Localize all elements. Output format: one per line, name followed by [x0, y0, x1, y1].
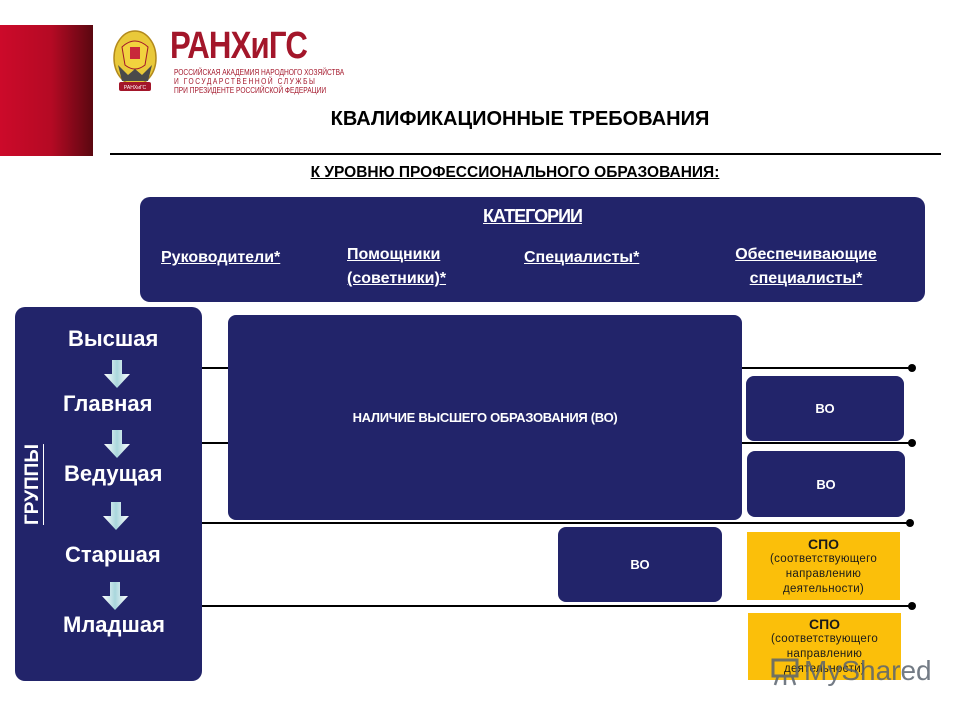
group-junior: Младшая [63, 612, 165, 637]
requirement-spo-senior-support: СПО (соответствующего направлению деятел… [747, 532, 900, 600]
category-support-specialists: Обеспечивающие специалисты* [735, 246, 877, 287]
categories-title: КАТЕГОРИИ [483, 206, 583, 226]
arrow-down-icon [102, 582, 128, 610]
group-chief: Главная [63, 391, 153, 416]
logo-subtitle-line: ПРИ ПРЕЗИДЕНТЕ РОССИЙСКОЙ ФЕДЕРАЦИИ [174, 85, 327, 95]
coat-of-arms-icon: РАНХиГС [113, 30, 157, 91]
page-subtitle: К УРОВНЮ ПРОФЕССИОНАЛЬНОГО ОБРАЗОВАНИЯ: [310, 164, 720, 181]
arrow-down-icon [104, 430, 130, 458]
requirement-vo-chief-support: ВО [746, 376, 904, 441]
line-end-dot [908, 602, 916, 610]
group-leading: Ведущая [64, 461, 163, 486]
title-divider [110, 153, 941, 155]
arrow-down-icon [103, 502, 129, 530]
line-end-dot [908, 439, 916, 447]
requirement-vo-leading-support: ВО [747, 451, 905, 517]
logo-subtitle-line: РОССИЙСКАЯ АКАДЕМИЯ НАРОДНОГО ХОЗЯЙСТВА [174, 67, 345, 77]
arrow-down-icon [104, 360, 130, 388]
category-managers: Руководители* [161, 249, 281, 266]
svg-text:РАНХиГС: РАНХиГС [124, 85, 147, 91]
higher-education-requirement: НАЛИЧИЕ ВЫСШЕГО ОБРАЗОВАНИЯ (ВО) [228, 315, 742, 520]
category-assistants: Помощники (советники)* [347, 246, 447, 287]
red-decor-block [0, 25, 93, 156]
categories-panel: КАТЕГОРИИ Руководители* Помощники (совет… [140, 197, 925, 302]
ranepa-logo: РАНХиГС РАНХиГС РОССИЙСКАЯ АКАДЕМИЯ НАРО… [110, 25, 344, 100]
row-divider [202, 605, 912, 607]
category-specialists: Специалисты* [524, 249, 640, 266]
logo-name: РАНХиГС [170, 25, 308, 67]
group-senior: Старшая [65, 542, 161, 567]
requirement-vo-senior-specialist: ВО [558, 527, 722, 602]
group-highest: Высшая [68, 326, 159, 351]
line-end-dot [906, 519, 914, 527]
line-end-dot [908, 364, 916, 372]
presentation-board-icon [771, 658, 799, 686]
groups-vertical-label: ГРУППЫ [22, 444, 43, 526]
groups-panel [15, 307, 202, 681]
page-title: КВАЛИФИКАЦИОННЫЕ ТРЕБОВАНИЯ [330, 108, 710, 130]
watermark: MyShared [770, 655, 932, 687]
logo-subtitle-line: И ГОСУДАРСТВЕННОЙ СЛУЖБЫ [174, 76, 317, 86]
row-divider [202, 522, 910, 524]
